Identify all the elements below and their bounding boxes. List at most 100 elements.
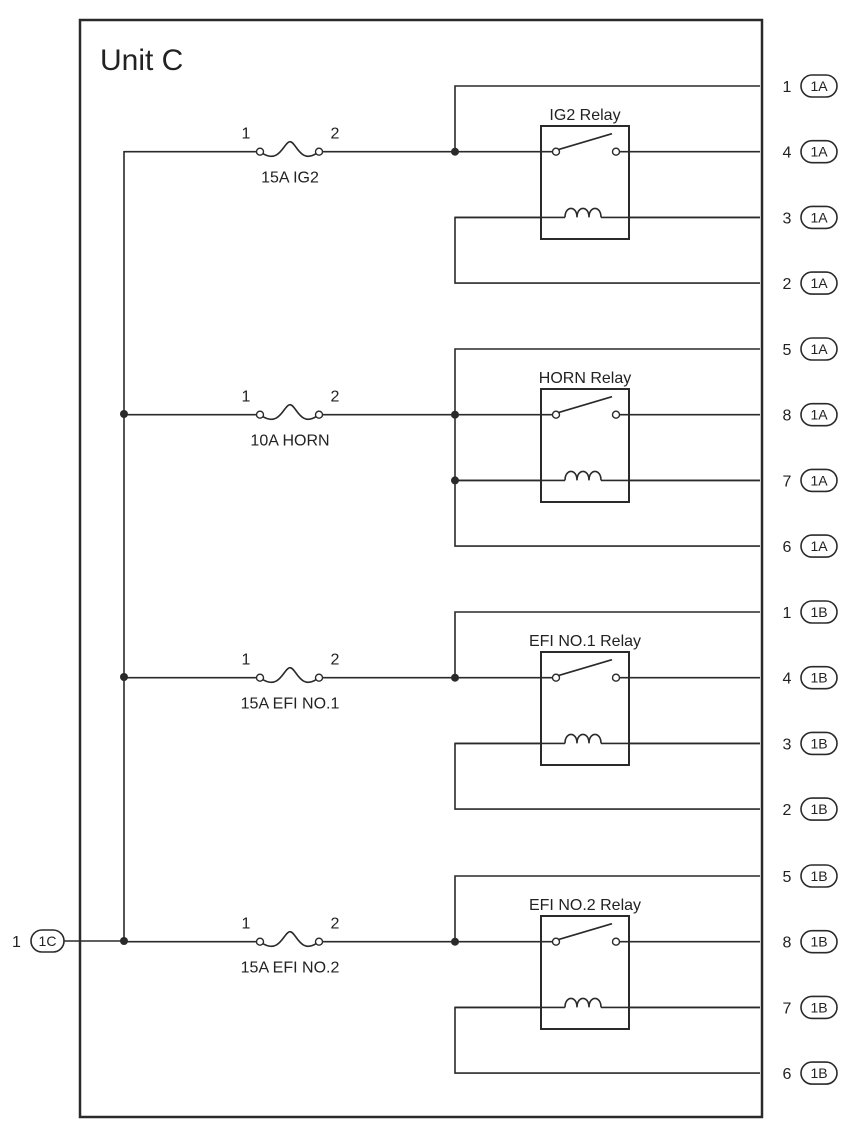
switch-contact	[551, 410, 561, 419]
switch-blade-icon	[557, 395, 613, 414]
terminal-badge	[800, 205, 838, 230]
switch-contact	[611, 410, 621, 419]
terminal-3-1b: 3 1B	[783, 731, 838, 756]
fuse-pin-right: 2	[331, 652, 340, 669]
terminal-badge	[800, 929, 838, 954]
relay-box	[540, 125, 630, 240]
terminal-pin: 8	[783, 408, 792, 425]
fuse-pin-right: 2	[331, 389, 340, 406]
relay-box	[540, 651, 630, 766]
terminal-connector-id: 1B	[810, 1065, 827, 1081]
coil-icon	[564, 733, 602, 744]
fuse-pin-right: 2	[331, 916, 340, 933]
switch-contact	[551, 937, 561, 946]
fuse-label: 15A IG2	[261, 170, 319, 187]
terminal-badge	[800, 139, 838, 164]
main-input-connector: 1 1C	[12, 929, 65, 953]
fuse-pin-left: 1	[242, 389, 251, 406]
terminal-connector-id: 1B	[810, 801, 827, 817]
terminal-connector-id: 1B	[810, 604, 827, 620]
terminal-badge	[800, 1061, 838, 1085]
terminal-pin: 2	[783, 802, 792, 819]
terminal-8-1a: 8 1A	[783, 402, 838, 427]
terminal-badge	[800, 271, 838, 295]
fuse-terminal	[255, 147, 265, 156]
top-loop-wire	[454, 611, 760, 678]
terminal-4-1b: 4 1B	[783, 665, 838, 690]
terminal-connector-id: 1A	[810, 341, 828, 357]
terminal-connector-id: 1A	[810, 209, 828, 225]
top-loop-wire	[454, 875, 760, 942]
terminal-pin: 2	[783, 276, 792, 293]
fuse-label: 15A EFI NO.1	[241, 696, 340, 713]
fuse-15a-efi-no-1: 1 2 15A EFI NO.1	[124, 652, 455, 713]
terminal-pin: 3	[783, 210, 792, 227]
coil-icon	[564, 470, 602, 481]
terminal-pin: 5	[783, 342, 792, 359]
terminal-5-1a: 5 1A	[783, 337, 838, 361]
fuse-terminal	[314, 410, 324, 419]
coil-icon	[564, 207, 602, 218]
terminal-connector-id: 1B	[810, 934, 827, 950]
terminal-connector-id: 1A	[810, 538, 828, 554]
switch-contact	[611, 673, 621, 682]
terminal-connector-id: 1A	[810, 472, 828, 488]
terminal-pin: 7	[783, 1000, 792, 1017]
terminal-badge	[800, 534, 838, 558]
terminal-badge	[800, 468, 838, 493]
terminal-connector-id: 1A	[810, 78, 828, 94]
terminal-connector-id: 1B	[810, 868, 827, 884]
terminal-pin: 8	[783, 935, 792, 952]
fuse-terminal	[255, 410, 265, 419]
main-input-connector-id: 1C	[39, 933, 57, 949]
fuse-terminal	[314, 937, 324, 946]
terminal-connector-id: 1B	[810, 735, 827, 751]
terminal-pin: 6	[783, 539, 792, 556]
terminal-badge	[800, 665, 838, 690]
terminal-5-1b: 5 1B	[783, 864, 838, 888]
switch-contact	[551, 147, 561, 156]
terminal-pin: 5	[783, 869, 792, 886]
fuse-element-icon	[262, 140, 317, 157]
top-loop-wire	[454, 85, 760, 152]
relay-horn-relay: HORN Relay	[451, 348, 760, 547]
circuit-block-3: 1 2 15A EFI NO.1 EFI NO.1 Relay	[124, 611, 760, 810]
terminal-badge	[800, 74, 838, 98]
unit-title: Unit C	[100, 44, 183, 77]
relay-label: EFI NO.1 Relay	[529, 633, 641, 650]
terminal-connector-id: 1B	[810, 670, 827, 686]
fuse-terminal	[314, 147, 324, 156]
terminal-connector-id: 1A	[810, 407, 828, 423]
fuse-label: 15A EFI NO.2	[241, 960, 340, 977]
terminal-badge	[800, 337, 838, 361]
relay-ig2-relay: IG2 Relay	[451, 85, 760, 284]
relay-box	[540, 388, 630, 503]
terminal-pin: 3	[783, 736, 792, 753]
terminal-badge	[800, 864, 838, 888]
terminal-badge	[800, 600, 838, 624]
fuse-pin-left: 1	[242, 126, 251, 143]
fuse-element-icon	[262, 666, 317, 683]
fuse-terminal	[314, 673, 324, 682]
terminal-badge	[800, 402, 838, 427]
terminal-pin: 4	[783, 145, 792, 162]
coil-icon	[564, 997, 602, 1008]
switch-blade-icon	[557, 922, 613, 941]
terminal-pin: 4	[783, 671, 792, 688]
terminal-badge	[800, 731, 838, 756]
terminal-3-1a: 3 1A	[783, 205, 838, 230]
relay-label: EFI NO.2 Relay	[529, 897, 641, 914]
fuse-pin-left: 1	[242, 652, 251, 669]
switch-contact	[611, 147, 621, 156]
unit-frame	[78, 18, 764, 1119]
